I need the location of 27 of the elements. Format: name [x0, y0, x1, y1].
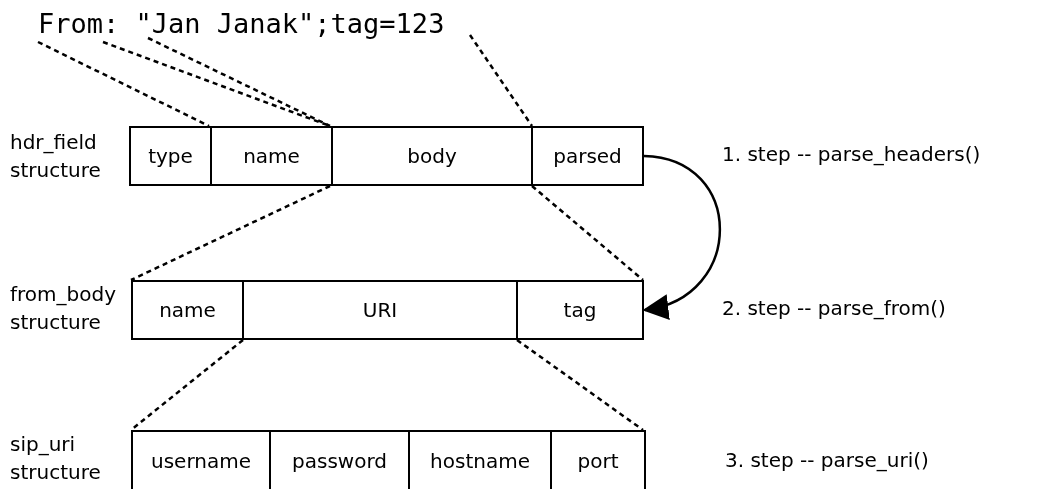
field-name: type — [148, 144, 193, 168]
field-name: username — [151, 449, 251, 473]
struct-field-cell — [331, 126, 533, 186]
field-name: name — [159, 298, 216, 322]
structure-name: sip_uri structure — [10, 431, 102, 486]
struct-field-cell — [242, 280, 518, 340]
field-name: hostname — [430, 449, 530, 473]
step-description: 3. step -- parse_uri() — [725, 447, 929, 474]
step-description: 1. step -- parse_headers() — [722, 141, 981, 168]
struct-field-cell — [131, 430, 271, 489]
struct-field-cell — [531, 126, 644, 186]
struct-field-cell — [129, 126, 212, 186]
structure-name: from_body structure — [10, 281, 117, 336]
structure-name: hdr_field structure — [10, 129, 102, 184]
field-name: URI — [362, 298, 398, 322]
step-description: 2. step -- parse_from() — [722, 295, 946, 322]
field-name: body — [407, 144, 457, 168]
struct-field-cell — [131, 280, 244, 340]
field-name: port — [577, 449, 619, 473]
struct-field-cell — [550, 430, 646, 489]
field-name: parsed — [553, 144, 622, 168]
struct-field-cell — [516, 280, 644, 340]
struct-field-cell — [210, 126, 333, 186]
field-name: tag — [563, 298, 597, 322]
header-line-text: From: "Jan Janak";tag=123 — [38, 7, 445, 41]
field-name: name — [243, 144, 300, 168]
field-name: password — [292, 449, 387, 473]
